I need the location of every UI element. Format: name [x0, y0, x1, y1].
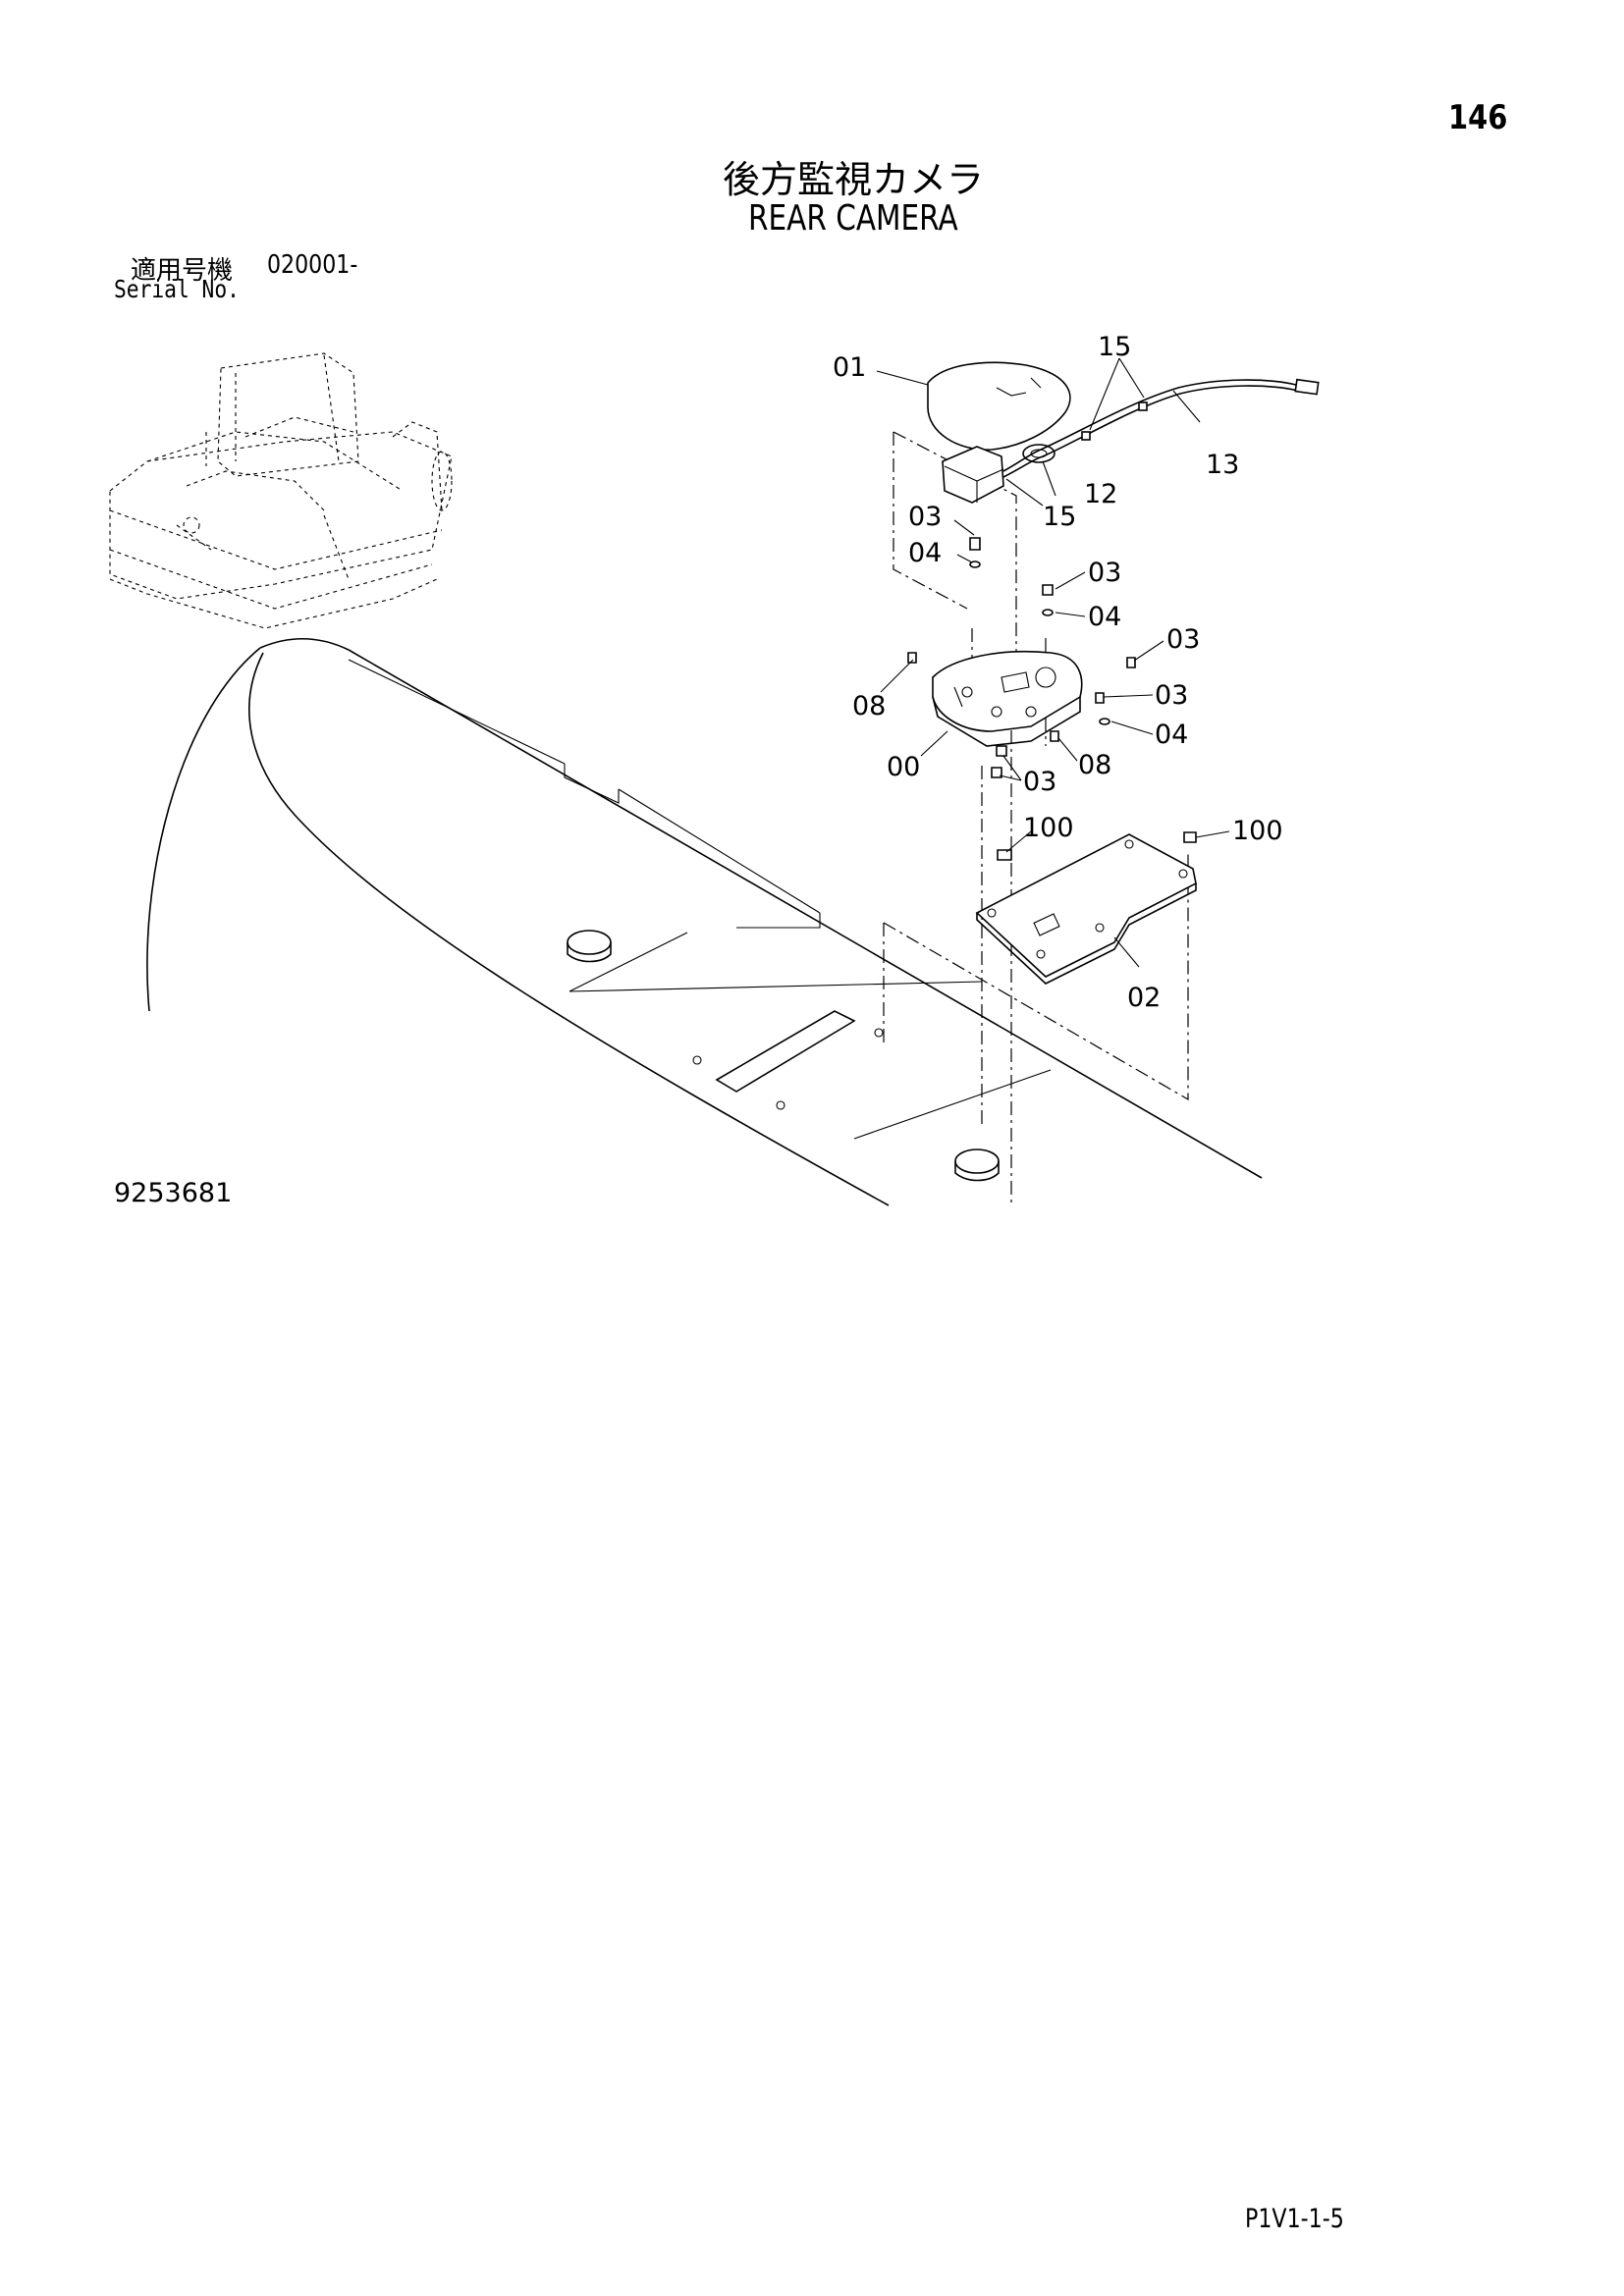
- callout-100-right: 100: [1232, 816, 1283, 846]
- drawing-number: 9253681: [114, 1178, 233, 1208]
- callout-00: 00: [887, 752, 920, 782]
- callout-100-left: 100: [1023, 813, 1074, 843]
- page-number: 146: [1448, 98, 1508, 137]
- callout-02: 02: [1127, 983, 1161, 1013]
- callout-03-b: 03: [1088, 558, 1121, 588]
- mounting-plate-part-02: [975, 833, 1197, 985]
- callout-15-lower: 15: [1043, 502, 1076, 532]
- callout-03-d: 03: [1155, 680, 1188, 711]
- serial-range: 020001-: [267, 250, 358, 280]
- serial-label-japanese: 適用号機: [131, 256, 234, 286]
- callout-04-c: 04: [1155, 720, 1188, 750]
- callout-03-c: 03: [1166, 624, 1200, 655]
- camera-cover-part-01: [927, 361, 1071, 451]
- excavator-overview-illustration: [109, 352, 453, 629]
- serial-label-english: Serial No.: [114, 275, 240, 303]
- callout-03-a: 03: [908, 502, 942, 532]
- callout-15-upper: 15: [1098, 332, 1131, 362]
- callout-04-b: 04: [1088, 602, 1121, 632]
- callout-08-a: 08: [852, 691, 886, 721]
- page-title-english: REAR CAMERA: [748, 198, 958, 239]
- callout-04-a: 04: [908, 538, 942, 568]
- fasteners: [907, 537, 1197, 861]
- callout-13: 13: [1206, 450, 1239, 480]
- camera-bracket-part-00: [932, 650, 1083, 747]
- page-code: P1V1-1-5: [1245, 2204, 1344, 2234]
- page-title-japanese: 後方監視カメラ: [723, 158, 985, 201]
- callout-08-b: 08: [1078, 750, 1111, 780]
- camera-unit-with-cable: [942, 378, 1320, 504]
- callout-01: 01: [833, 352, 866, 383]
- leader-lines: [876, 357, 1230, 968]
- counterweight-body: [146, 637, 1263, 1206]
- callout-03-e: 03: [1023, 767, 1056, 797]
- callout-labels: 01 15 13 12 15 03 04 03 04 03 08 03 04 0…: [833, 332, 1283, 1013]
- callout-12: 12: [1084, 479, 1117, 509]
